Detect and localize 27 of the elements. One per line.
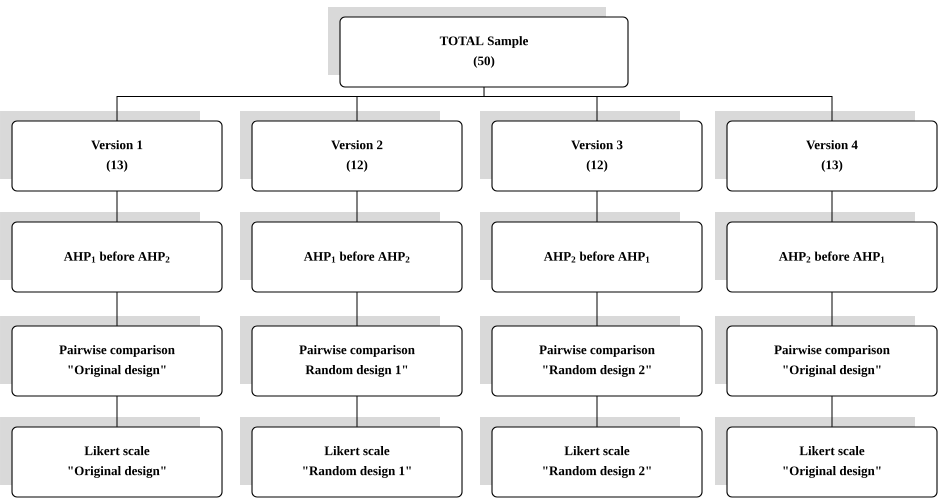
process-box: AHP$_{2}$ before AHP$_{1}$: [715, 212, 938, 293]
connector-line: [356, 191, 358, 222]
connector-line: [596, 396, 598, 427]
connector-line: [596, 292, 598, 326]
process-box: Pairwise comparison "Original design": [715, 316, 938, 397]
connector-line: [116, 191, 118, 222]
process-box: Version 1 (13): [0, 111, 223, 192]
process-box: AHP$_{1}$ before AHP$_{2}$: [0, 212, 223, 293]
connector-line: [484, 87, 832, 121]
process-box: Version 4 (13): [715, 111, 938, 192]
connector-line: [356, 292, 358, 326]
connector-line: [356, 396, 358, 427]
process-box: Likert scale "Original design": [0, 417, 223, 498]
process-box: Pairwise comparison "Random design 2": [480, 316, 703, 397]
connector-line: [116, 292, 118, 326]
process-box: TOTAL Sample (50): [328, 7, 629, 88]
connector-line: [596, 191, 598, 222]
process-box: AHP$_{1}$ before AHP$_{2}$: [240, 212, 463, 293]
process-box: Likert scale "Original design": [715, 417, 938, 498]
process-box: AHP$_{2}$ before AHP$_{1}$: [480, 212, 703, 293]
process-box: Pairwise comparison "Original design": [0, 316, 223, 397]
process-box: Likert scale "Random design 1": [240, 417, 463, 498]
process-box: Version 3 (12): [480, 111, 703, 192]
process-box: Pairwise comparison Random design 1": [240, 316, 463, 397]
process-box: Likert scale "Random design 2": [480, 417, 703, 498]
connector-line: [116, 396, 118, 427]
process-box: Version 2 (12): [240, 111, 463, 192]
